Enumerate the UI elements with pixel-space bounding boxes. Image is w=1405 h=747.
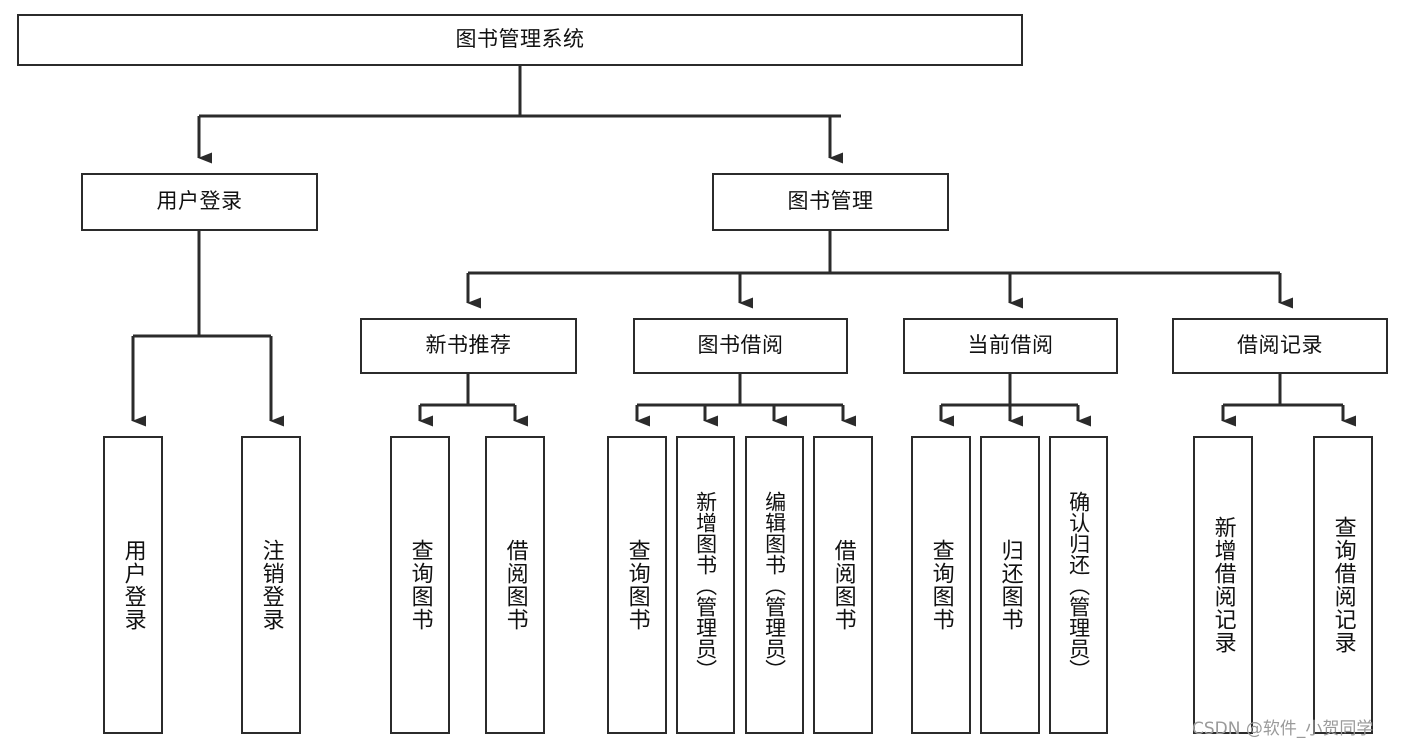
leaf-lend-book[interactable]: 借阅图书: [813, 436, 873, 734]
node-borrow-records[interactable]: 借阅记录: [1172, 318, 1388, 374]
leaf-user-login[interactable]: 用户登录: [103, 436, 163, 734]
node-new-book-recommend[interactable]: 新书推荐: [360, 318, 577, 374]
leaf-logout[interactable]: 注销登录: [241, 436, 301, 734]
node-current-borrow[interactable]: 当前借阅: [903, 318, 1118, 374]
leaf-return-book[interactable]: 归还图书: [980, 436, 1040, 734]
leaf-borrow-book-newbook[interactable]: 借阅图书: [485, 436, 545, 734]
leaf-edit-book-admin[interactable]: 编辑图书（管理员）: [745, 436, 804, 734]
leaf-query-book-borrow[interactable]: 查询图书: [607, 436, 667, 734]
csdn-watermark: CSDN @软件_小贺同学: [1192, 719, 1374, 739]
leaf-query-book-newbook[interactable]: 查询图书: [390, 436, 450, 734]
leaf-query-borrow-record[interactable]: 查询借阅记录: [1313, 436, 1373, 734]
node-book-management[interactable]: 图书管理: [712, 173, 949, 231]
node-root[interactable]: 图书管理系统: [17, 14, 1023, 66]
leaf-add-borrow-record[interactable]: 新增借阅记录: [1193, 436, 1253, 734]
leaf-query-book-current[interactable]: 查询图书: [911, 436, 971, 734]
node-user-login[interactable]: 用户登录: [81, 173, 318, 231]
node-book-borrow[interactable]: 图书借阅: [633, 318, 848, 374]
leaf-confirm-return-admin[interactable]: 确认归还（管理员）: [1049, 436, 1108, 734]
leaf-add-book-admin[interactable]: 新增图书（管理员）: [676, 436, 735, 734]
